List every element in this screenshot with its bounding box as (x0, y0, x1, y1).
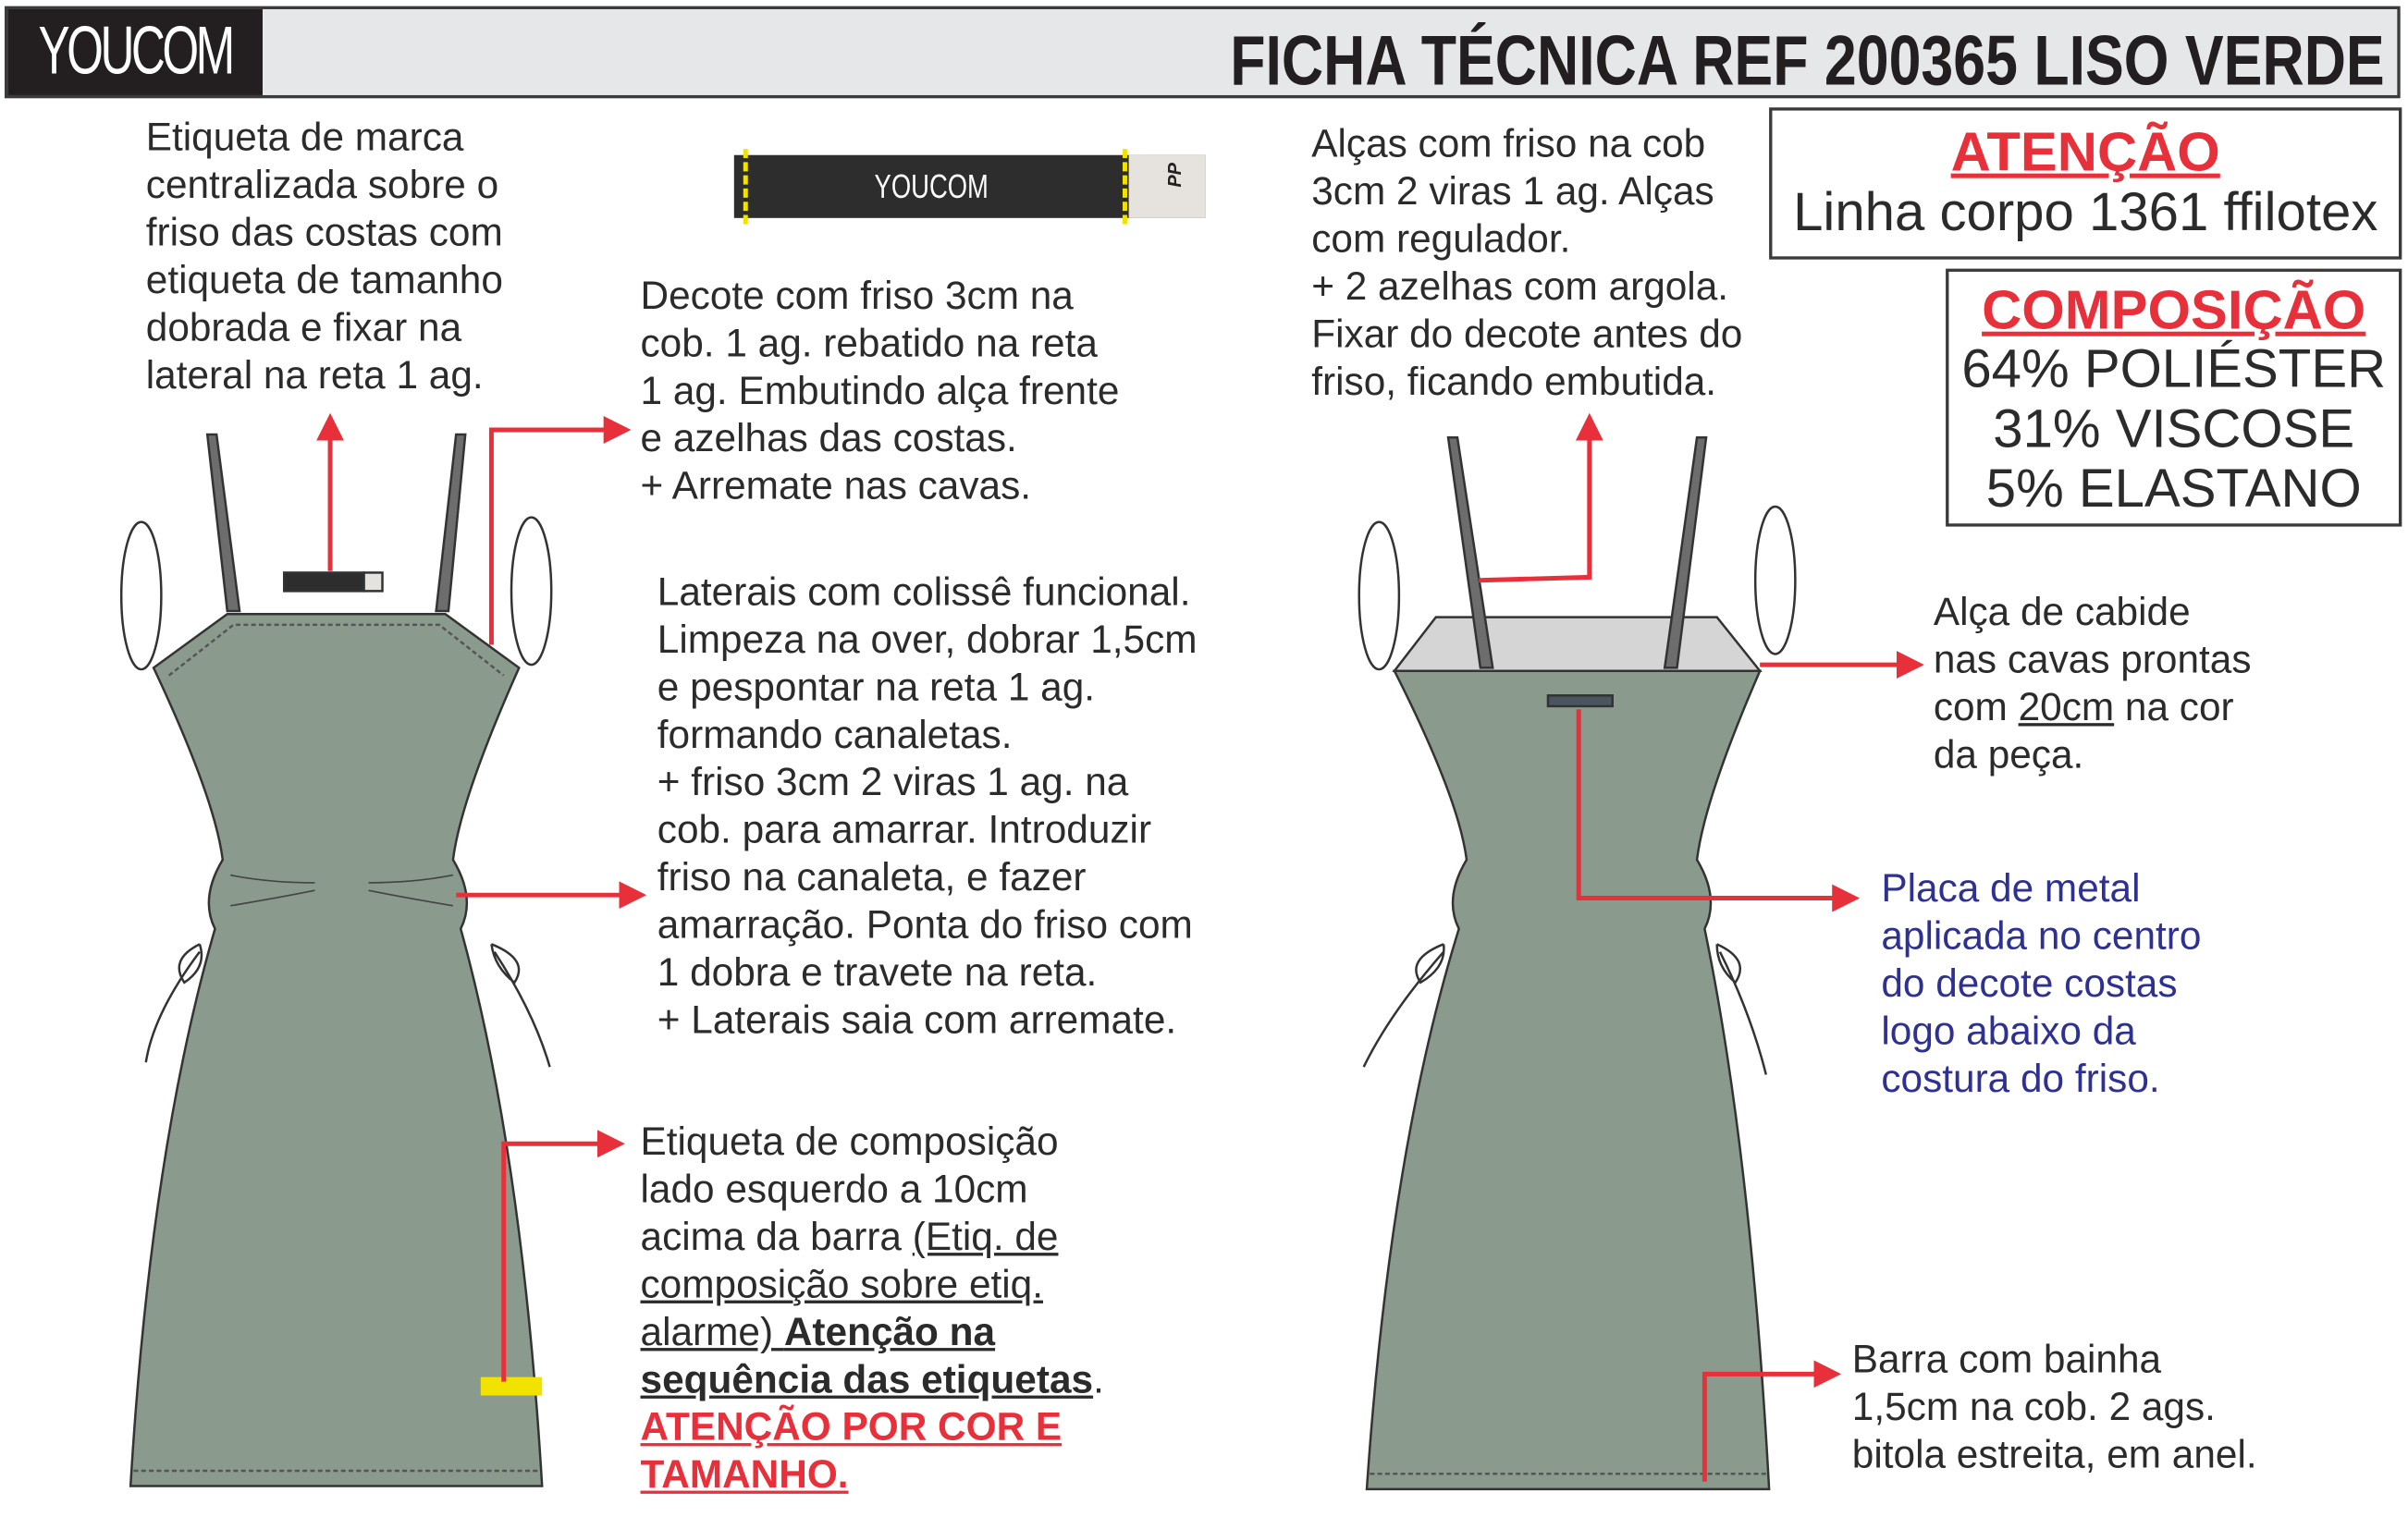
hanger-loop-left (119, 520, 163, 671)
back-dress (1358, 436, 1797, 1491)
stitch-line (1122, 149, 1127, 225)
line: Alça de cabide (1933, 591, 2191, 634)
stitch-line (743, 149, 748, 225)
metal-plate-mark (1546, 694, 1614, 708)
warning-line: TAMANHO. (640, 1453, 849, 1498)
note-metal-plate: Placa de metal aplicada no centro do dec… (1881, 867, 2202, 1101)
line: . (1093, 1358, 1104, 1402)
size-label (1128, 154, 1206, 218)
brand-logo: YOUCOM (7, 8, 263, 95)
back-facing (1392, 616, 1763, 672)
callout-arrows (316, 412, 1924, 1482)
line: alarme) (640, 1311, 784, 1354)
arrow (1479, 412, 1603, 583)
line: Atenção na (783, 1311, 996, 1354)
label-brand: YOUCOM (734, 155, 1129, 218)
line: com (1933, 686, 2019, 729)
composition-heading: COMPOSIÇÃO (1982, 277, 2366, 341)
arrow (488, 416, 632, 645)
strap-left (205, 433, 241, 613)
dress-body (1365, 669, 1771, 1491)
attention-text: Linha corpo 1361 ffilotex (1793, 182, 2378, 243)
note-straps: Alças com friso na cob 3cm 2 viras 1 ag.… (1311, 122, 1743, 404)
composition-item: 31% VISCOSE (1993, 398, 2355, 459)
strap-right (435, 433, 467, 613)
arrow (501, 1130, 625, 1382)
dress-body (129, 613, 544, 1487)
arrow (1576, 709, 1861, 912)
note-neckline: Decote com friso 3cm na cob. 1 ag. rebat… (640, 275, 1120, 508)
hanger-loop-right (510, 516, 553, 667)
note-hem: Barra com bainha 1,5cm na cob. 2 ags. bi… (1851, 1339, 2257, 1477)
front-dress (119, 433, 553, 1487)
header-bar: YOUCOM FICHA TÉCNICA REF 200365 LISO VER… (4, 6, 2401, 100)
arrow (1702, 1360, 1842, 1482)
note-hanger-loop: Alça de cabide nas cavas prontas com 20c… (1934, 590, 2252, 780)
attention-box: ATENÇÃO Linha corpo 1361 ffilotex (1769, 107, 2402, 260)
logo-text: YOUCOM (38, 13, 236, 90)
page-title: FICHA TÉCNICA REF 200365 LISO VERDE (1230, 19, 2386, 100)
line: sequência das etiquetas (640, 1358, 1094, 1402)
brand-label-mark (282, 571, 365, 593)
composition-item: 5% ELASTANO (1985, 459, 2362, 520)
line: da peça. (1933, 733, 2084, 777)
note-brand-label: Etiqueta de marca centralizada sobre o f… (145, 116, 503, 398)
line: nas cavas prontas (1933, 638, 2252, 682)
brand-label-detail: YOUCOM PP (733, 149, 1206, 225)
line: composição sobre etiq. (640, 1263, 1044, 1307)
line: 20cm (2018, 686, 2115, 729)
attention-heading: ATENÇÃO (1950, 119, 2220, 183)
composition-label-mark (480, 1376, 543, 1396)
line: (Etiq. de (912, 1216, 1059, 1259)
note-composition-label: Etiqueta de composição lado esquerdo a 1… (641, 1119, 1104, 1500)
note-sides: Laterais com colissê funcional. Limpeza … (657, 570, 1198, 1043)
label-size: PP (1163, 163, 1186, 188)
line: acima da barra (640, 1216, 913, 1259)
composition-item: 64% POLIÉSTER (1961, 339, 2387, 399)
label-brand-text: YOUCOM (874, 166, 989, 205)
warning-line: ATENÇÃO POR COR E (640, 1406, 1063, 1450)
line: lado esquerdo a 10cm (640, 1168, 1028, 1212)
composition-box: COMPOSIÇÃO 64% POLIÉSTER 31% VISCOSE 5% … (1946, 268, 2402, 527)
line: na cor (2114, 686, 2234, 729)
line: Etiqueta de composição (640, 1120, 1059, 1164)
